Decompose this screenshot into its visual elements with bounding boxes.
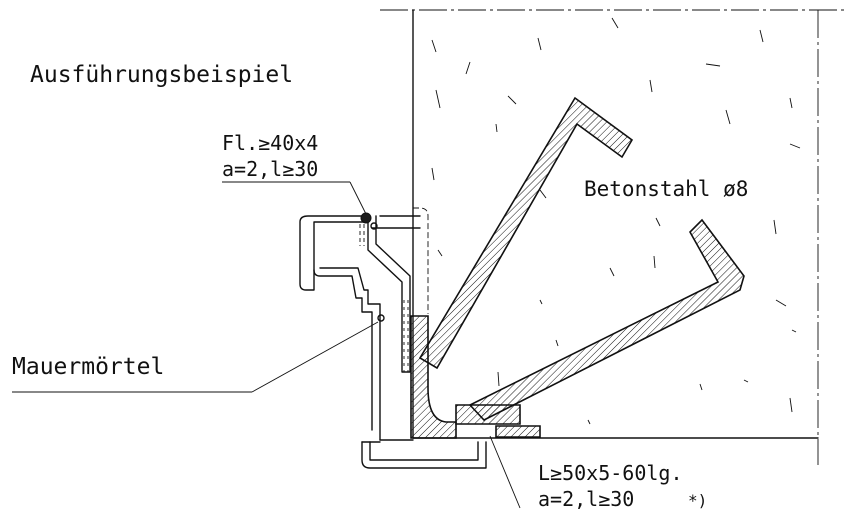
angle-profile-vertical <box>410 315 457 439</box>
leader-angle <box>489 435 521 509</box>
angle-plate-horizontal <box>455 404 521 425</box>
angle-label-line1: L≥50x5-60lg. <box>538 461 683 485</box>
title-label: Ausführungsbeispiel <box>30 62 293 88</box>
flat-bar-label-line1: Fl.≥40x4 <box>222 131 318 155</box>
flat-bar-label-line2: a=2,l≥30 <box>222 157 318 181</box>
weld-point <box>370 222 378 230</box>
frame-profile <box>299 215 487 469</box>
angle-plate-foot <box>495 425 541 438</box>
mortar-label: Mauermörtel <box>12 354 164 380</box>
concrete-block <box>380 9 844 465</box>
flat-bar-assembly <box>359 207 429 373</box>
angle-label-line2: a=2,l≥30 <box>538 487 634 511</box>
rebar-label: Betonstahl ø8 <box>584 177 748 201</box>
leader-mortar <box>251 321 379 393</box>
mortar-point <box>377 314 385 322</box>
concrete-texture <box>431 17 801 425</box>
rebar-upper <box>418 96 634 370</box>
footnote-mark: *) <box>688 491 707 510</box>
leader-lines <box>12 181 521 509</box>
weld-bead <box>360 212 372 224</box>
leader-flat-bar <box>349 181 367 215</box>
rebar-lower <box>468 218 745 421</box>
